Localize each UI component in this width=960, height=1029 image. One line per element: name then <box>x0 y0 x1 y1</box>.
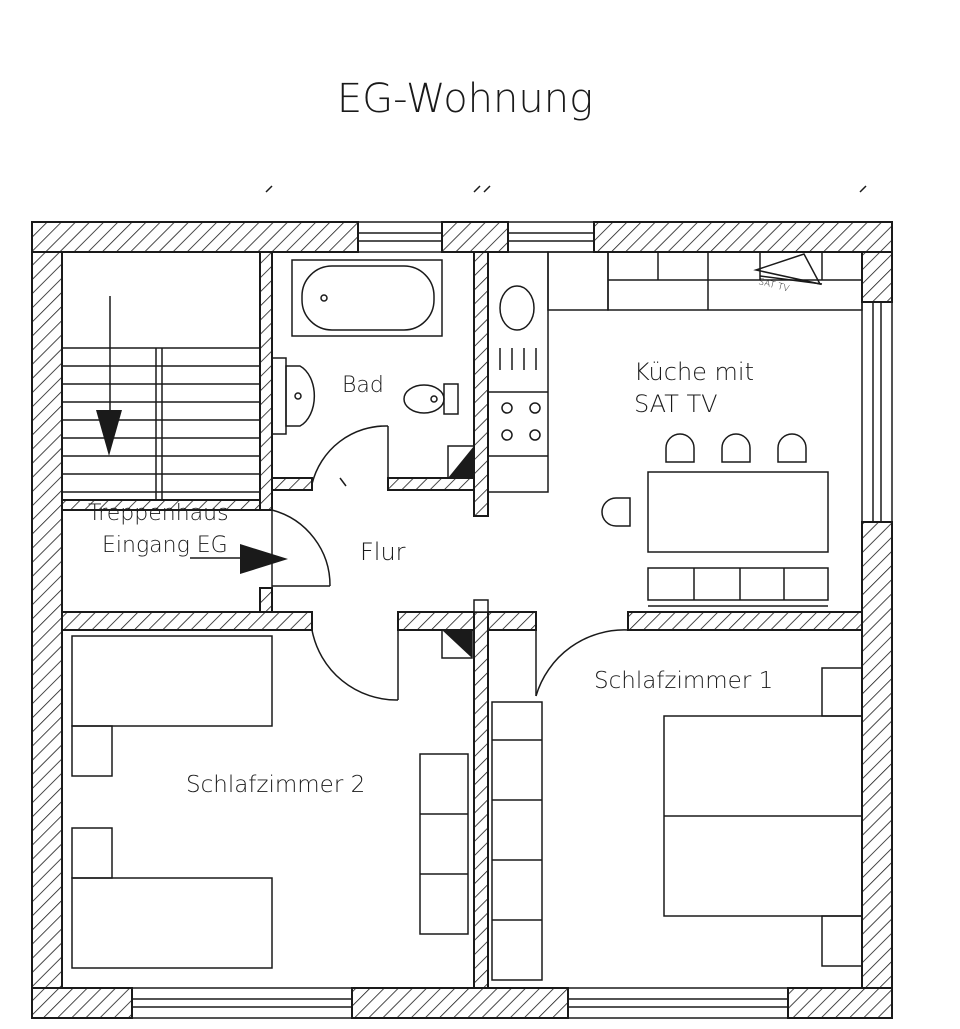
bed-lower <box>71 827 273 969</box>
washbasin <box>271 357 316 435</box>
room-label-bedroom2: Schlafzimmer 2 <box>186 772 365 798</box>
staircase <box>62 296 260 500</box>
bedroom2-door <box>311 629 399 701</box>
room-label-stair-line1: Treppenhaus <box>88 501 229 526</box>
bath-door <box>311 425 389 485</box>
sideboard <box>647 567 829 607</box>
room-label-bedroom1: Schlafzimmer 1 <box>594 668 773 694</box>
entrance-door <box>271 509 331 588</box>
stair-direction-arrow-icon <box>96 410 122 456</box>
double-bed <box>663 667 863 967</box>
dimension-ticks <box>265 185 867 193</box>
wardrobe-bedroom1 <box>491 701 543 981</box>
dining-chairs <box>601 433 807 527</box>
windows <box>131 221 893 1019</box>
plan-title: EG-Wohnung <box>337 76 593 122</box>
room-label-hall: Flur <box>360 538 406 566</box>
room-label-stair-line2: Eingang EG <box>102 533 228 558</box>
entrance-arrow-icon <box>240 544 288 574</box>
toilet <box>403 383 459 415</box>
room-label-kitchen-line1: Küche mit <box>634 358 754 386</box>
room-label-bath: Bad <box>342 373 384 398</box>
kitchen-counter <box>487 251 863 493</box>
room-label-kitchen-line2: SAT TV <box>634 390 718 418</box>
bathtub <box>291 259 443 337</box>
bedroom1-door <box>535 629 629 697</box>
door-post <box>473 599 489 613</box>
bath-shaft-icon <box>447 445 475 479</box>
dining-table <box>647 471 829 553</box>
wardrobe-bedroom2 <box>419 753 469 935</box>
bed-upper <box>71 635 273 777</box>
hall-tick-marks <box>339 477 347 487</box>
bedroom-shaft-icon <box>441 629 473 659</box>
interior-walls <box>61 251 863 989</box>
sat-tv-icon: SAT TV <box>753 253 823 294</box>
